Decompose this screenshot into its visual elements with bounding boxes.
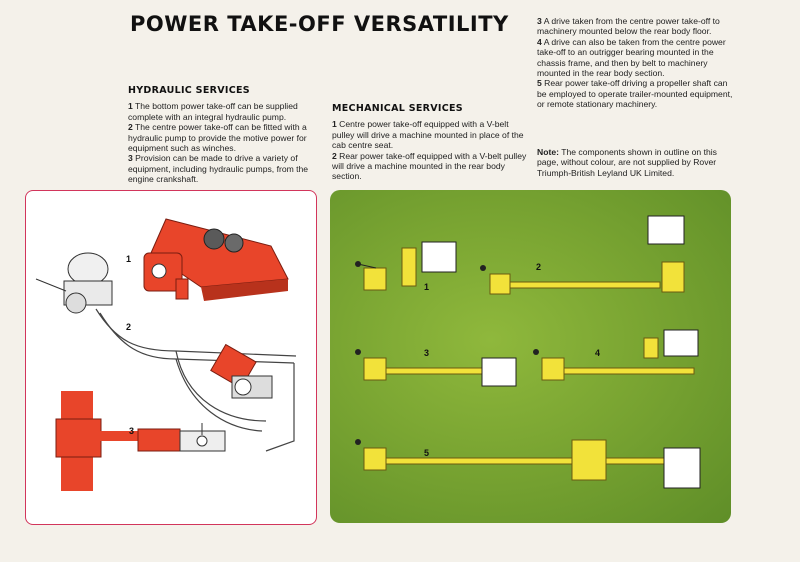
hydraulic-item: 3 Provision can be made to drive a varie…	[128, 153, 309, 185]
mechanical-item: 5 Rear power take-off driving a propelle…	[537, 78, 733, 110]
mech-drawing-4	[533, 329, 699, 381]
note-label: Note:	[537, 147, 559, 157]
hydraulic-illustration: 1 2	[35, 218, 297, 491]
hydraulic-services-section: HYDRAULIC SERVICES 1 The bottom power ta…	[128, 85, 320, 185]
note-text: The components shown in outline on this …	[537, 147, 717, 178]
mech-drawing-1	[355, 241, 457, 291]
mech-drawing-5	[355, 439, 701, 489]
gearbox-pto-drawing	[143, 218, 289, 301]
mechanical-services-heading: MECHANICAL SERVICES	[332, 103, 463, 114]
mechanical-item: 2 Rear power take-off equipped with a V-…	[332, 150, 527, 182]
left-label-2: 2	[126, 322, 131, 332]
mechanical-item: 1 Centre power take-off equipped with a …	[332, 119, 524, 151]
hydraulic-illustration-panel: 1 2	[25, 190, 317, 525]
right-label-3: 3	[424, 348, 429, 358]
centre-pto-pump-drawing	[210, 343, 273, 399]
left-label-3: 3	[129, 426, 134, 436]
hydraulic-pipes	[95, 308, 297, 452]
winch-drawing	[35, 252, 113, 314]
mechanical-services-continued: 3 A drive taken from the centre power ta…	[537, 16, 737, 110]
hydraulic-item: 1 The bottom power take-off can be suppl…	[128, 101, 298, 122]
mechanical-item: 3 A drive taken from the centre power ta…	[537, 16, 720, 37]
mech-drawing-3	[355, 349, 517, 387]
mechanical-illustration: 1 2 3 4	[355, 215, 701, 489]
note-paragraph: Note: The components shown in outline on…	[537, 147, 737, 178]
right-label-4: 4	[595, 348, 600, 358]
mechanical-item: 4 A drive can also be taken from the cen…	[537, 36, 726, 79]
left-label-1: 1	[126, 254, 131, 264]
page-title: POWER TAKE-OFF VERSATILITY	[130, 12, 509, 36]
crankshaft-pump-drawing	[55, 391, 226, 491]
right-label-1: 1	[424, 282, 429, 292]
mech-drawing-2	[480, 215, 685, 295]
hydraulic-services-heading: HYDRAULIC SERVICES	[128, 85, 250, 96]
right-label-5: 5	[424, 448, 429, 458]
mechanical-services-section: MECHANICAL SERVICES 1 Centre power take-…	[332, 103, 528, 182]
hydraulic-item: 2 The centre power take-off can be fitte…	[128, 122, 307, 154]
right-label-2: 2	[536, 262, 541, 272]
mechanical-illustration-panel: 1 2 3 4	[330, 190, 731, 523]
